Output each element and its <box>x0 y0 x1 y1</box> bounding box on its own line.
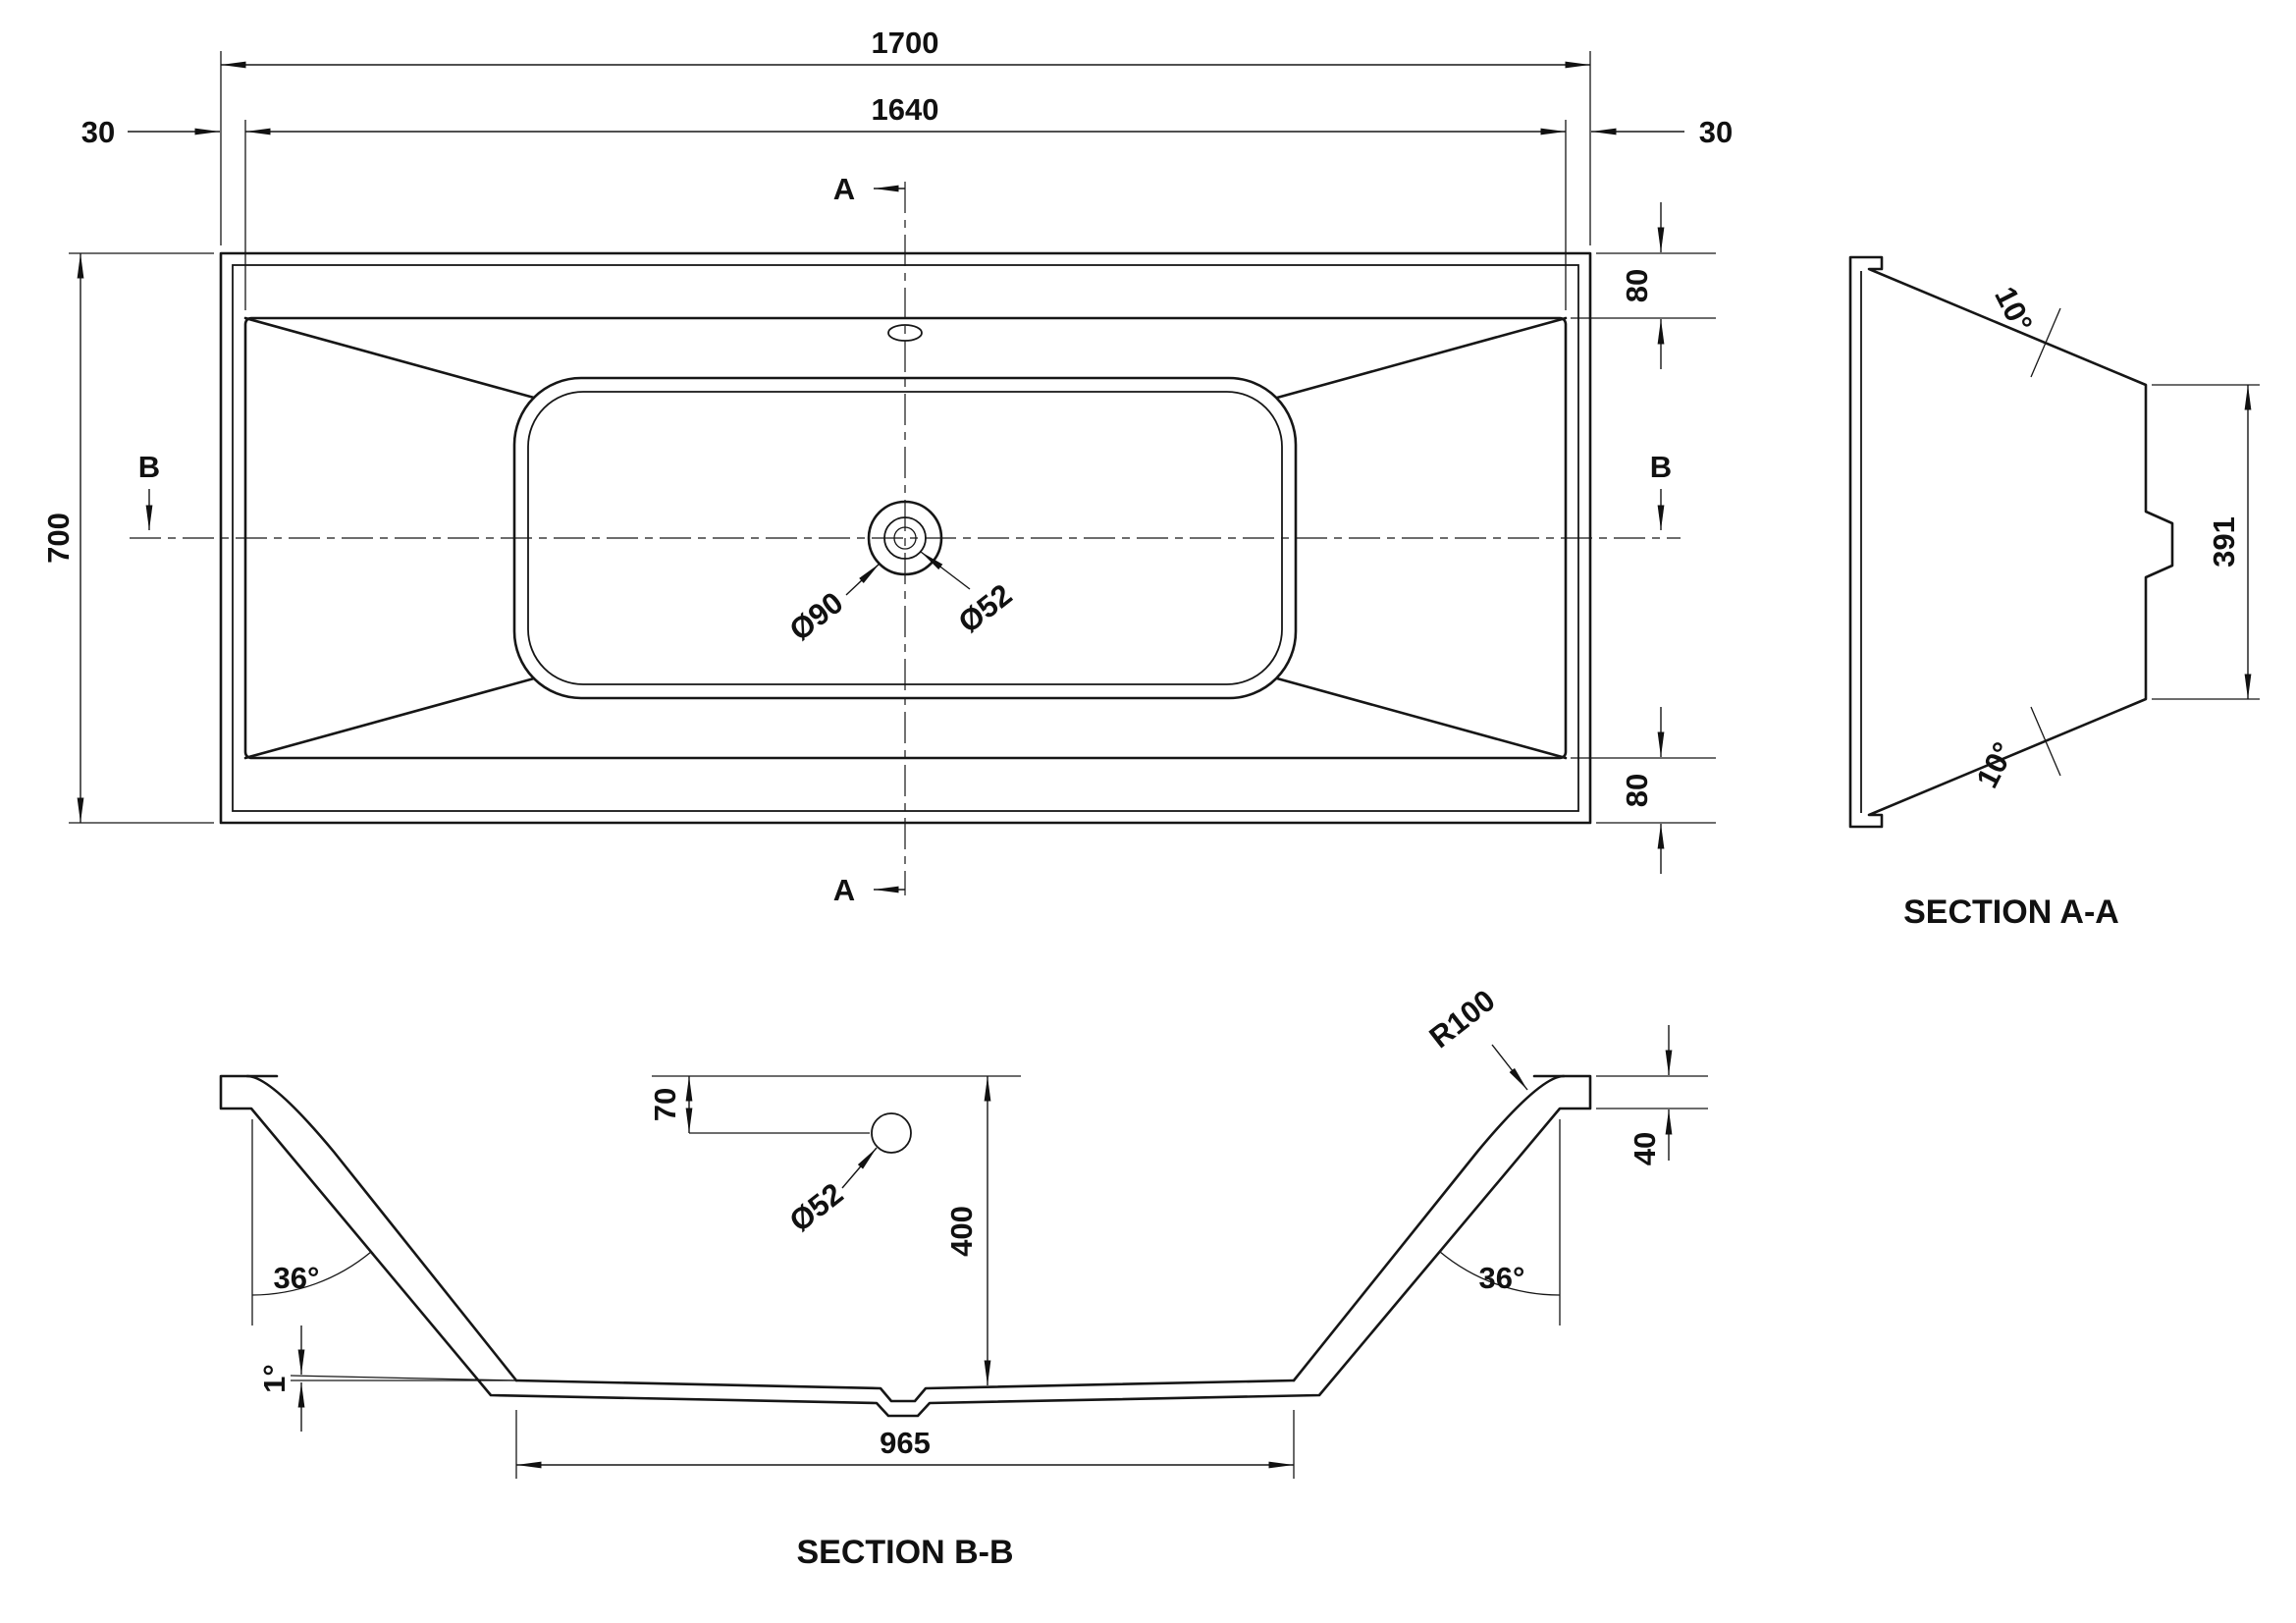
angle-1-label: 1° <box>257 1364 292 1393</box>
basin-wall-base-edge <box>512 376 1298 700</box>
label-waste-inner: Ø52 <box>920 551 1019 640</box>
angle-arc <box>251 1251 372 1296</box>
waste-outer-dia-label: Ø90 <box>783 585 850 648</box>
angle-reference-line <box>2030 706 2061 777</box>
dim-rim-bottom: 80 <box>1571 707 1716 874</box>
leader-line <box>841 1147 878 1189</box>
leader-line <box>920 551 971 590</box>
dim-depth: 400 <box>944 1076 991 1385</box>
basin-corner-line-bl <box>243 676 536 760</box>
angle-10-bottom: 10° <box>1969 706 2061 793</box>
section-bb-inner-wall-left <box>245 1074 518 1382</box>
plan-view: 1700 1640 30 30 700 <box>41 26 1733 907</box>
angle-10-bottom-label: 10° <box>1969 736 2020 793</box>
section-a-top-label: A <box>833 172 855 206</box>
dim-30-right-label: 30 <box>1699 115 1733 149</box>
dim-1700-label: 1700 <box>872 26 939 60</box>
waste-hole-inner-circle <box>883 516 927 560</box>
dim-overall-length: 1700 <box>220 26 1591 245</box>
dim-overflow-offset: 70 <box>648 1076 870 1134</box>
basin-opening-edge <box>243 316 1568 760</box>
angle-reference-line <box>2030 307 2061 378</box>
tub-outer-edge <box>219 251 1592 825</box>
basin-corner-line-br <box>1275 676 1568 760</box>
basin-corner-line-tl <box>243 316 536 400</box>
basin-floor-edge <box>527 391 1283 685</box>
dim-80-bottom-label: 80 <box>1620 774 1654 807</box>
dim-70-label: 70 <box>648 1088 682 1121</box>
angle-reference-line <box>290 1375 517 1381</box>
angle-arc <box>1439 1251 1561 1296</box>
dim-80-top-label: 80 <box>1620 269 1654 302</box>
section-bb-inner-wall-right <box>1292 1074 1566 1382</box>
dim-overall-width: 700 <box>41 252 214 824</box>
section-aa-view: 391 10° 10° SECTION A-A <box>1848 255 2260 931</box>
dim-base-length: 965 <box>515 1410 1295 1479</box>
angle-36-right-label: 36° <box>1479 1261 1525 1295</box>
dim-rim-height: 40 <box>1596 1025 1708 1165</box>
overflow-hole-section <box>871 1112 912 1154</box>
section-a-marker-top: A <box>833 172 905 206</box>
label-waste-outer: Ø90 <box>783 563 881 648</box>
dim-base-width-391: 391 <box>2152 384 2260 700</box>
angle-floor-slope: 1° <box>257 1325 520 1432</box>
angle-10-top: 10° <box>1988 281 2061 378</box>
section-a-bottom-label: A <box>833 873 855 907</box>
dim-1640-label: 1640 <box>872 92 939 127</box>
dim-40-label: 40 <box>1628 1132 1662 1165</box>
section-b-marker-right: B <box>1650 450 1672 530</box>
dim-30-left-label: 30 <box>81 115 115 149</box>
section-aa-title: SECTION A-A <box>1903 893 2119 931</box>
angle-36-left: 36° <box>251 1119 372 1325</box>
section-a-marker-bottom: A <box>833 873 905 907</box>
waste-hole-outer-circle <box>867 500 943 576</box>
section-b-marker-left: B <box>138 450 160 530</box>
dim-inner-length: 1640 <box>244 92 1567 310</box>
section-b-right-label: B <box>1650 450 1672 484</box>
label-rim-radius: R100 <box>1423 983 1528 1091</box>
waste-hole-hub-circle <box>893 526 917 550</box>
section-bb-title: SECTION B-B <box>797 1534 1014 1571</box>
leader-line <box>1491 1044 1528 1091</box>
section-bb-view: 70 400 Ø52 R100 40 36° <box>219 983 1708 1571</box>
dim-391-label: 391 <box>2207 516 2241 568</box>
dim-offset-right: 30 <box>1591 115 1733 149</box>
overflow-hole-plan <box>887 324 923 342</box>
dim-965-label: 965 <box>880 1426 931 1460</box>
dim-700-label: 700 <box>41 513 76 564</box>
dim-rim-top: 80 <box>1571 202 1716 369</box>
basin-corner-line-tr <box>1275 316 1568 400</box>
section-aa-profile <box>1848 255 2174 829</box>
tub-rim-inner-edge <box>232 264 1579 812</box>
waste-inner-dia-label: Ø52 <box>952 577 1019 640</box>
section-b-left-label: B <box>138 450 160 484</box>
label-overflow-dia: Ø52 <box>783 1147 878 1239</box>
dim-400-label: 400 <box>944 1206 979 1257</box>
angle-36-left-label: 36° <box>274 1261 320 1295</box>
angle-36-right: 36° <box>1439 1119 1561 1325</box>
rim-radius-label: R100 <box>1423 983 1502 1055</box>
leader-line <box>845 563 881 596</box>
section-bb-inner-floor <box>514 1379 1296 1403</box>
overflow-dia-label: Ø52 <box>783 1176 850 1239</box>
section-bb-outer-shell <box>219 1074 1592 1418</box>
dim-offset-left: 30 <box>81 115 220 149</box>
angle-10-top-label: 10° <box>1988 281 2039 338</box>
